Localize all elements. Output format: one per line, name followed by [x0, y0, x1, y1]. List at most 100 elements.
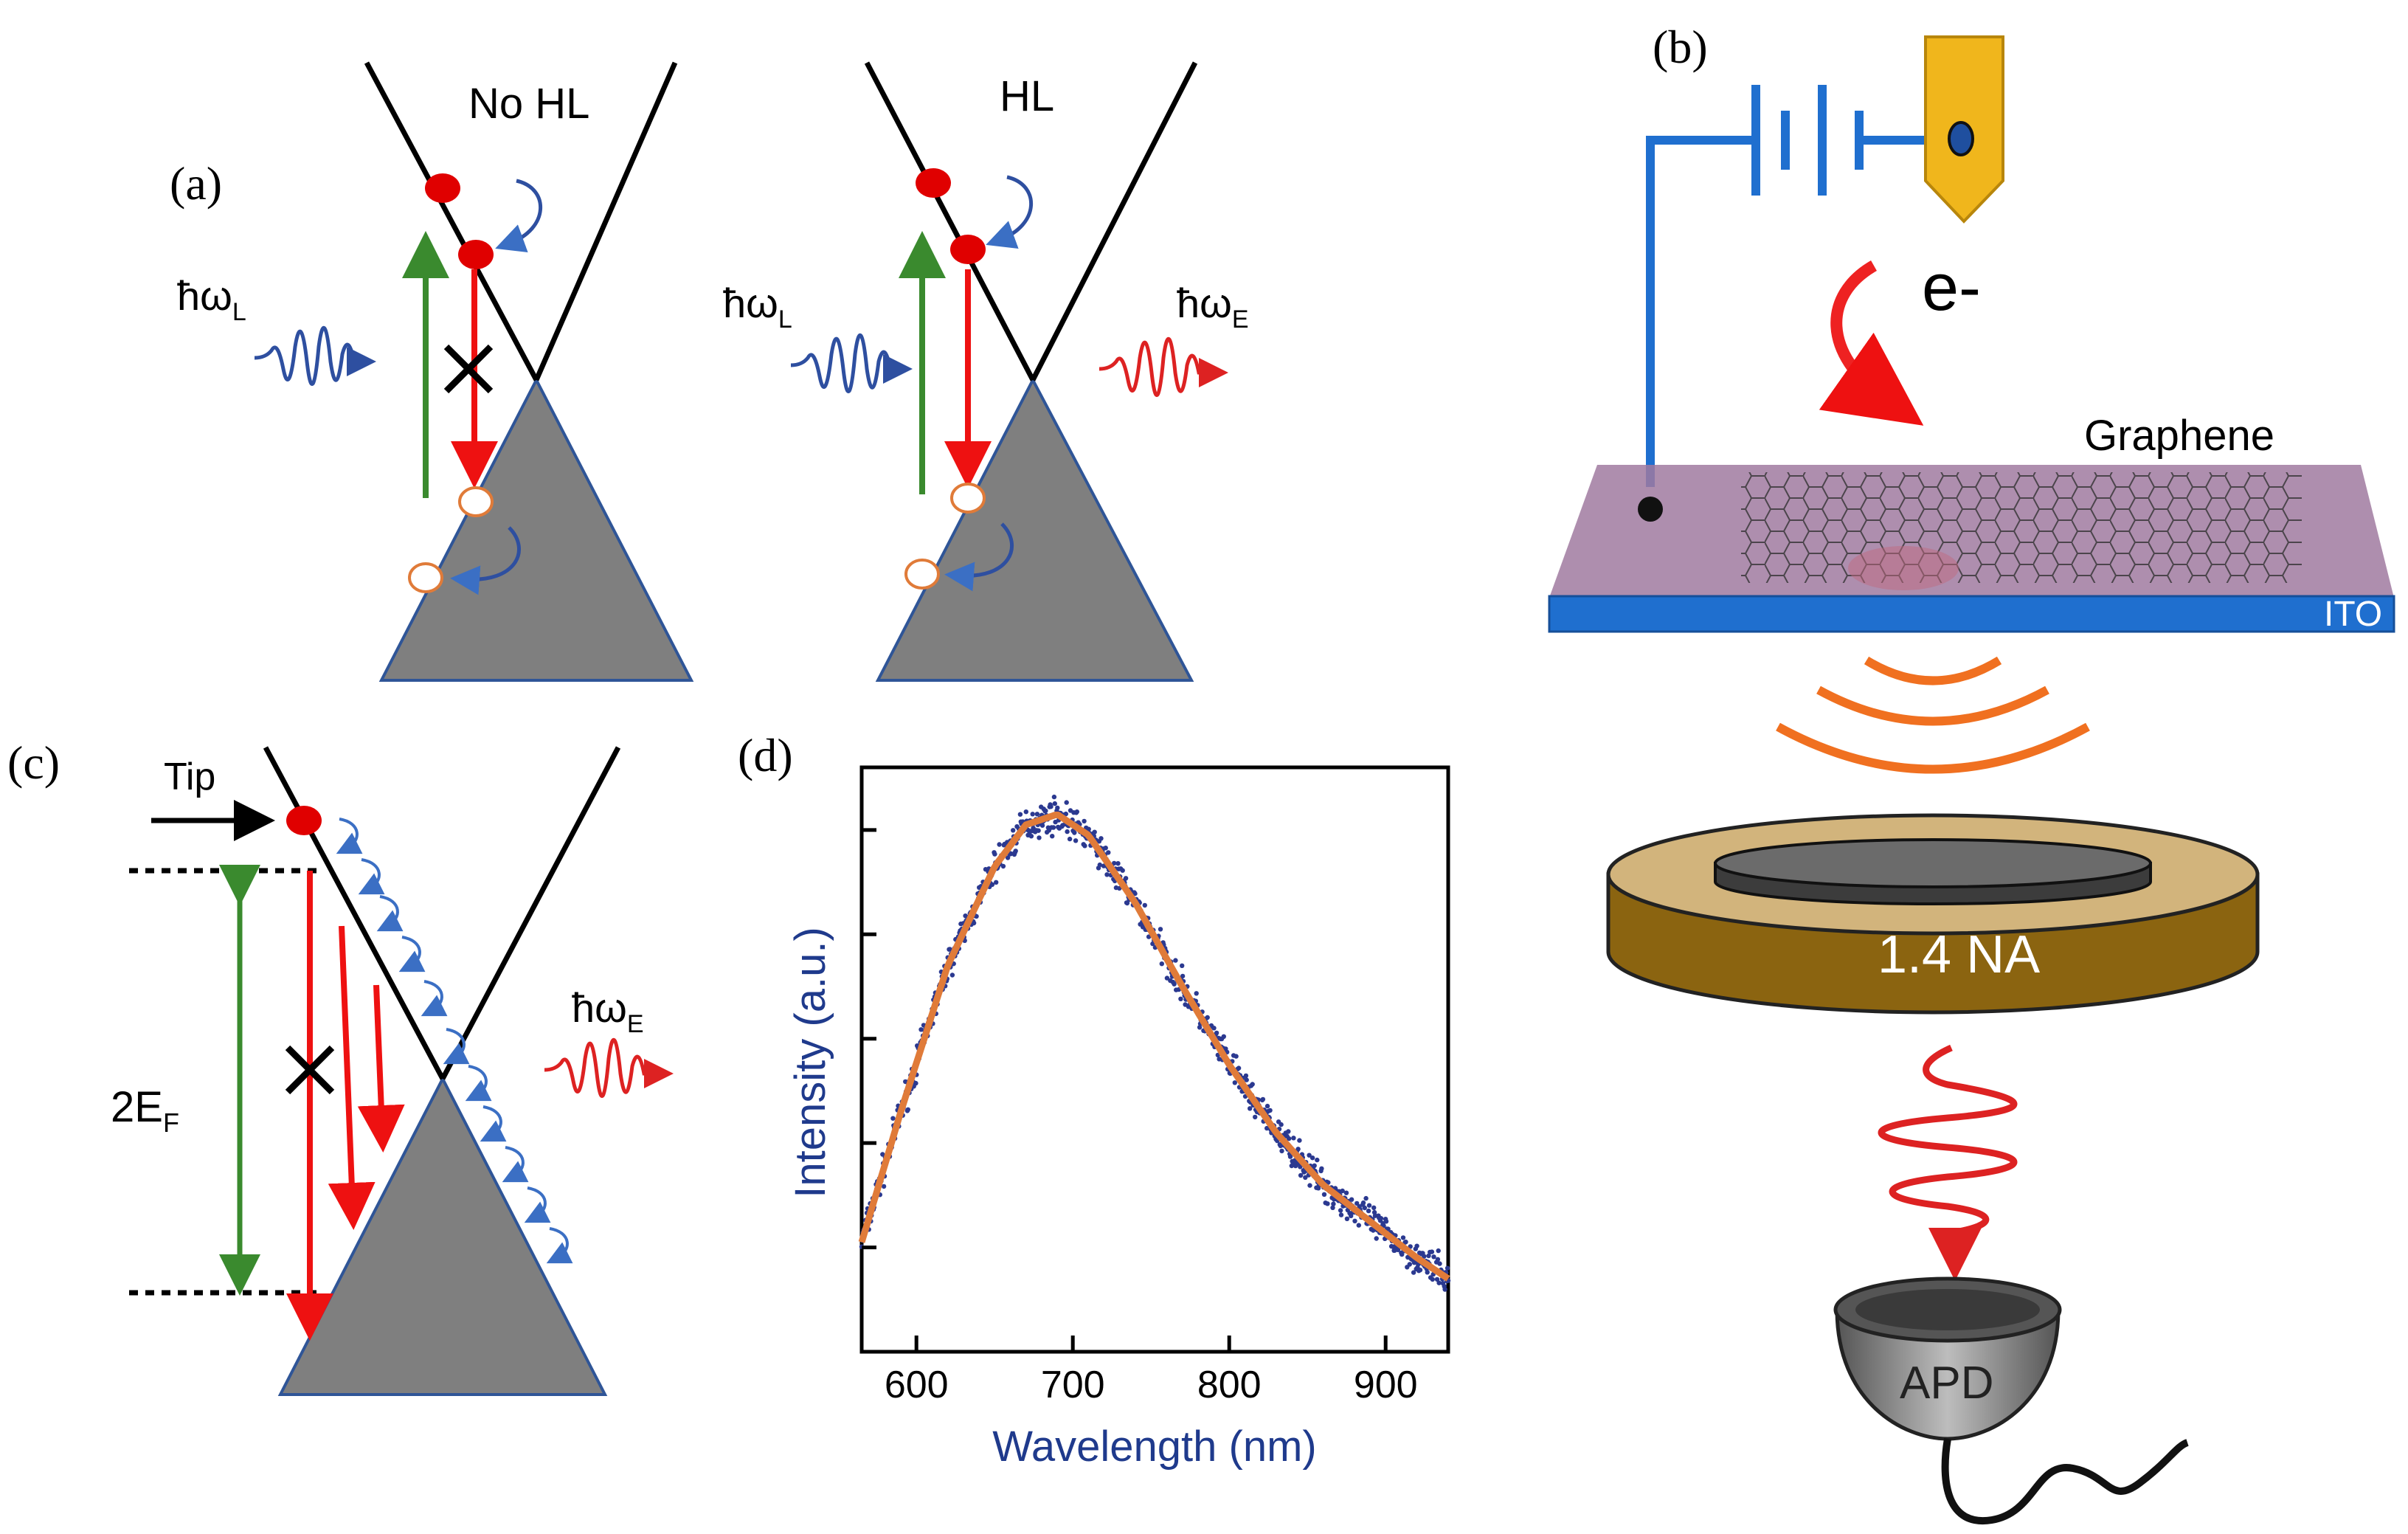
data-point — [1411, 1270, 1416, 1275]
data-point — [1043, 808, 1048, 814]
apd-label: APD — [1900, 1358, 1993, 1409]
data-point — [1279, 1148, 1284, 1154]
data-point — [1343, 1190, 1349, 1195]
emission-arc — [1776, 722, 2090, 774]
data-point — [1426, 1253, 1431, 1259]
data-point — [1097, 862, 1103, 868]
apd-cable — [1941, 1438, 2189, 1525]
data-point — [1417, 1268, 1423, 1273]
data-point — [1132, 891, 1138, 896]
data-point — [1120, 868, 1125, 873]
fermi-label: 2EF — [111, 1083, 179, 1138]
emission-arc — [1816, 685, 2049, 726]
lens-top — [1714, 838, 2152, 888]
data-point — [1279, 1122, 1284, 1127]
apd-body — [1835, 1307, 2061, 1441]
data-point — [997, 842, 1002, 847]
data-point — [913, 1080, 918, 1086]
data-point — [1065, 829, 1070, 835]
electron — [916, 168, 951, 198]
data-point — [1039, 823, 1045, 828]
data-point — [1234, 1054, 1239, 1059]
data-point — [1180, 963, 1185, 969]
graphene-label: Graphene — [2084, 412, 2274, 460]
relaxation-arrow — [450, 526, 521, 595]
data-point — [1178, 996, 1183, 1002]
data-point — [1442, 1287, 1447, 1292]
panel-b-label: (b) — [1653, 21, 1708, 73]
data-point — [1000, 863, 1006, 869]
apd-opening — [1855, 1289, 2040, 1330]
emission-wave-b — [1878, 1044, 2018, 1281]
data-point — [1414, 1243, 1419, 1248]
data-point — [1173, 958, 1178, 963]
hole — [458, 486, 494, 517]
data-point — [918, 1027, 924, 1032]
data-point — [1073, 838, 1079, 843]
data-point — [1356, 1223, 1362, 1228]
data-point — [1036, 828, 1041, 833]
data-point — [1403, 1240, 1408, 1245]
electron — [458, 240, 494, 269]
data-point — [1051, 825, 1056, 830]
blocked-mark-2 — [285, 1045, 335, 1095]
hole — [904, 559, 940, 590]
data-point — [1362, 1205, 1368, 1211]
valence-cone-c — [277, 1075, 608, 1396]
valence-cone-right — [875, 376, 1194, 682]
ito-label: ITO — [2324, 595, 2382, 634]
electron — [950, 235, 986, 264]
data-point — [1307, 1183, 1312, 1188]
data-point — [1172, 981, 1177, 987]
data-point — [994, 880, 999, 885]
data-point — [1051, 794, 1057, 800]
tip-contact — [1948, 121, 1974, 156]
data-point — [1106, 850, 1111, 855]
x-tick-label: 900 — [1354, 1364, 1418, 1406]
data-point — [1264, 1125, 1270, 1131]
data-point — [1034, 812, 1040, 817]
data-point — [1013, 849, 1018, 854]
data-point — [1349, 1197, 1354, 1202]
data-point — [1092, 829, 1097, 835]
electron-label: e- — [1922, 251, 1981, 325]
data-point — [1437, 1261, 1442, 1266]
data-point — [1400, 1251, 1405, 1257]
electron-arrow — [1819, 260, 1924, 426]
plot-frame — [859, 765, 1450, 1354]
objective-label: 1.4 NA — [1878, 925, 2040, 984]
data-point — [1214, 1030, 1219, 1036]
data-point — [1248, 1106, 1253, 1111]
relaxation-cascade — [336, 818, 573, 1264]
data-point — [1221, 1034, 1227, 1040]
data-point — [890, 1116, 896, 1121]
data-point — [1244, 1077, 1249, 1082]
panel-a-label: (a) — [170, 157, 222, 210]
plot-layer — [858, 794, 1451, 1292]
cone-line-left-1 — [364, 61, 539, 381]
data-point — [905, 1107, 911, 1113]
data-point — [947, 947, 952, 952]
data-point — [1407, 1262, 1413, 1267]
data-point — [1435, 1257, 1441, 1262]
graphene-sheet — [1741, 472, 2302, 583]
data-point — [1325, 1201, 1330, 1206]
cone-line-right-1 — [864, 61, 1036, 381]
data-point — [1048, 804, 1054, 809]
relaxation-arrow — [944, 522, 1014, 592]
data-point — [1064, 800, 1069, 805]
data-point — [1338, 1212, 1344, 1217]
relaxation-arrow — [986, 175, 1034, 249]
data-point — [1194, 991, 1199, 996]
data-point — [1372, 1213, 1378, 1218]
ito-layer — [1548, 595, 2395, 633]
data-point — [1319, 1166, 1324, 1172]
data-point — [1030, 812, 1035, 817]
data-point — [1260, 1096, 1266, 1102]
data-point — [1099, 836, 1104, 841]
data-point — [1431, 1254, 1436, 1260]
data-point — [1158, 927, 1163, 932]
data-point — [1315, 1157, 1320, 1163]
